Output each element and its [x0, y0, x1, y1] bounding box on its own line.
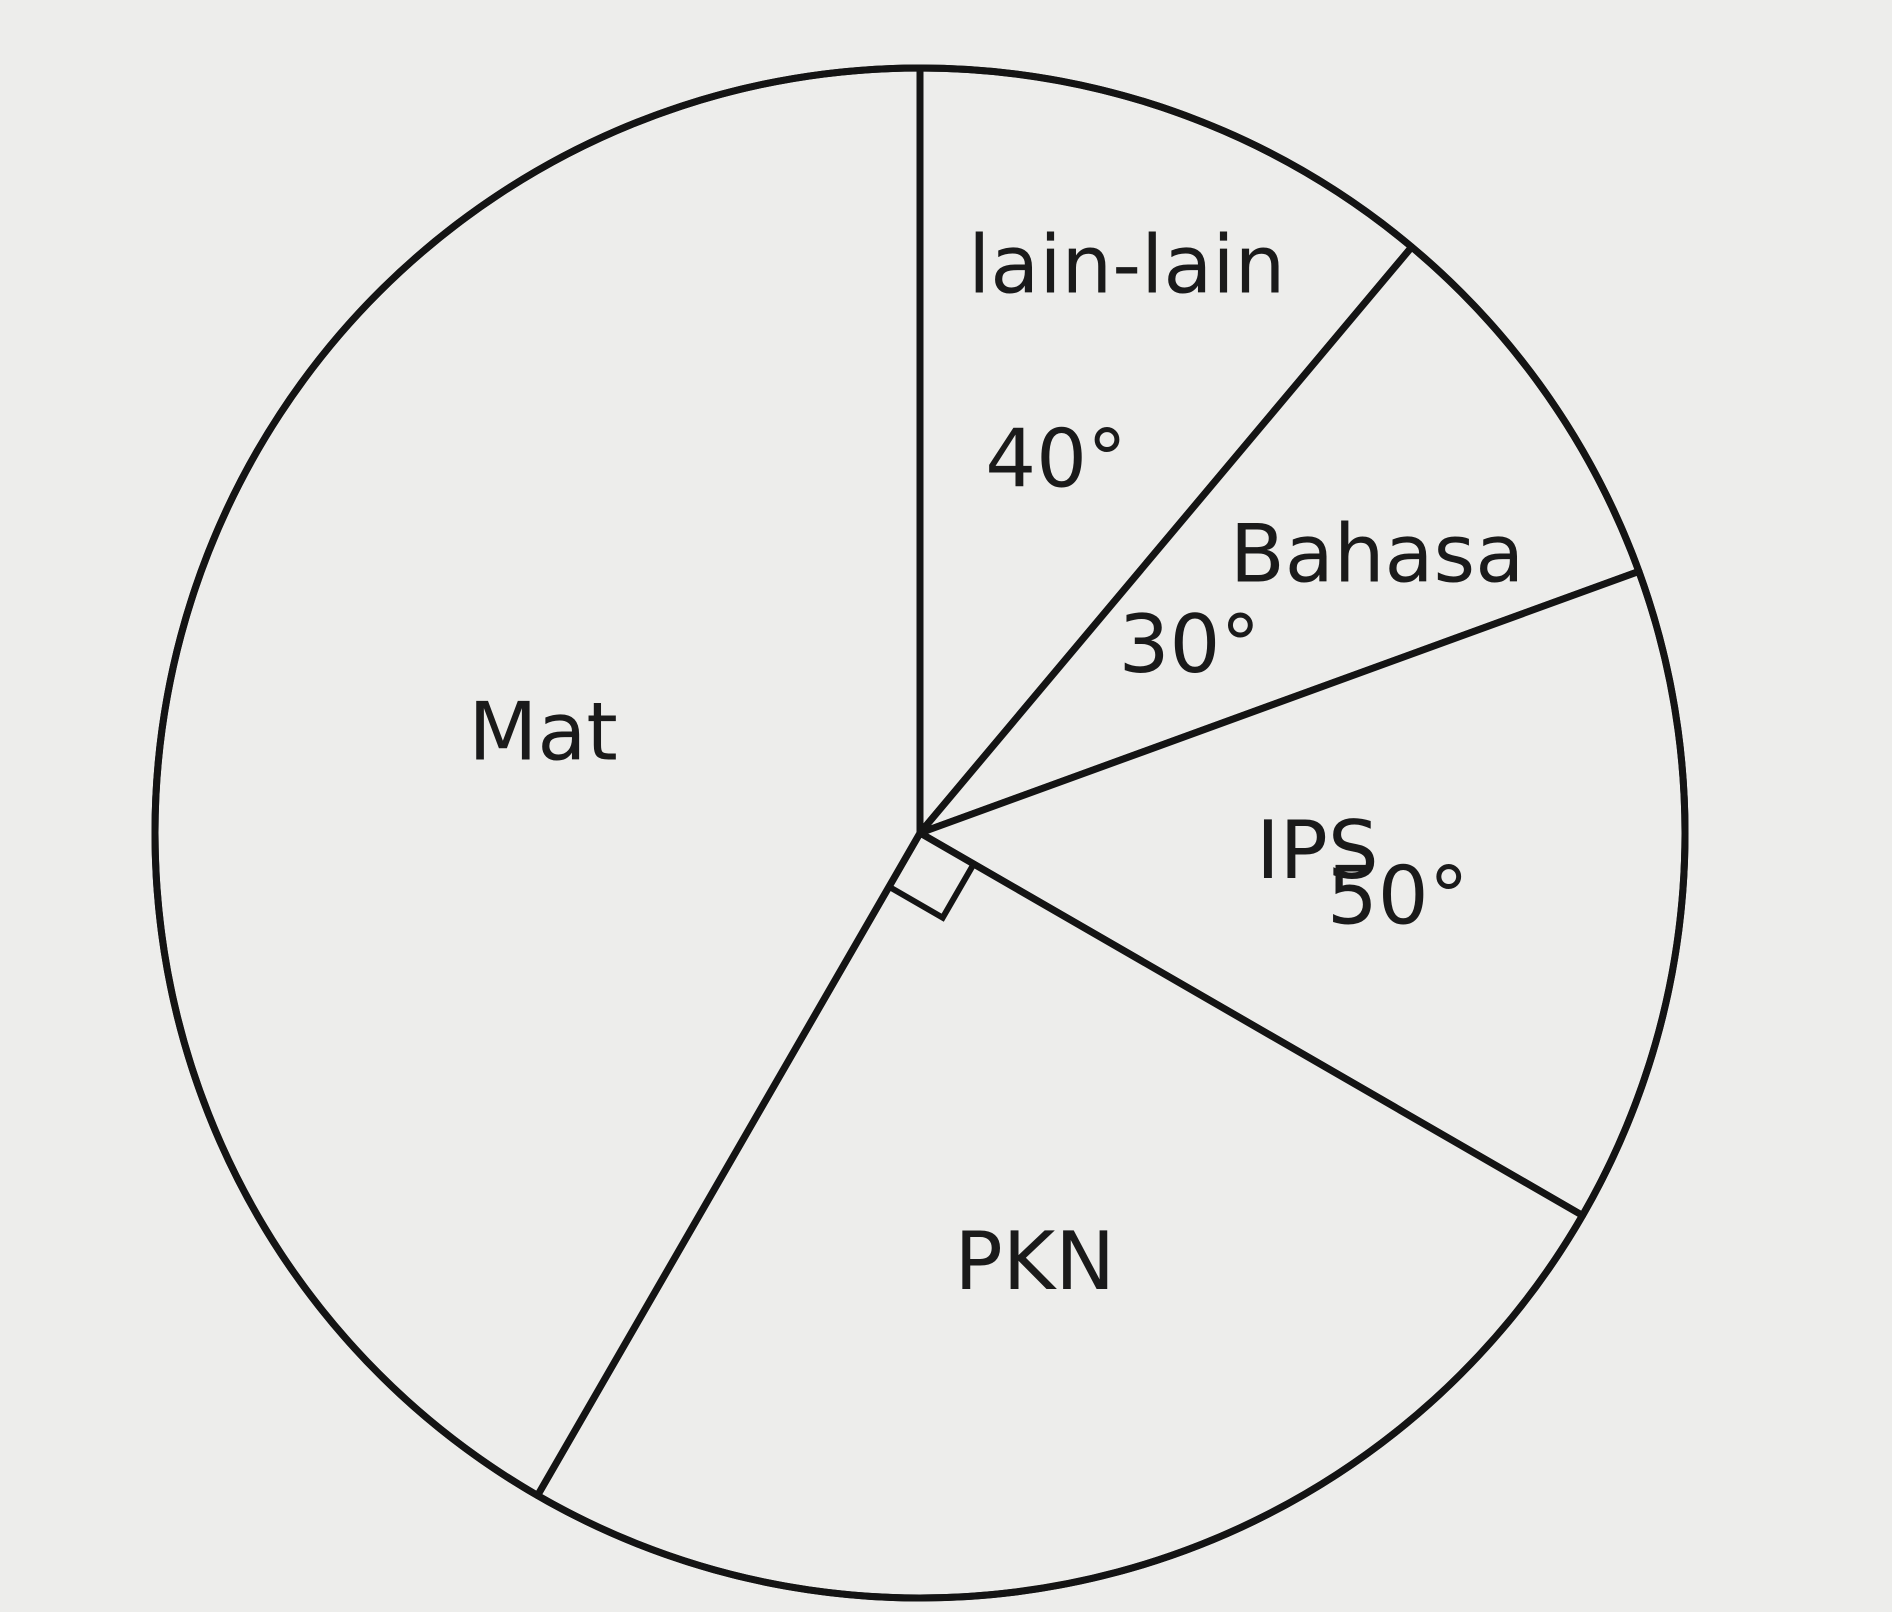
- slice-label-pkn: PKN: [955, 1215, 1116, 1308]
- slice-label-mat: Mat: [468, 686, 617, 779]
- pie-outline: [151, 64, 1689, 1602]
- slice-label-ips: IPS: [1256, 804, 1379, 897]
- right-angle-marker-layer: [887, 862, 977, 922]
- slice-label-lain-lain: lain-lain: [968, 219, 1285, 312]
- slices-layer: [151, 64, 1689, 1602]
- slice-angle-label-lain-lain: 40°: [985, 413, 1127, 506]
- slice-angle-label-ips: 50°: [1327, 849, 1469, 942]
- slice-angle-label-bahasa: 30°: [1119, 598, 1261, 691]
- slice-label-bahasa: Bahasa: [1230, 508, 1524, 601]
- right-angle-marker: [887, 862, 977, 922]
